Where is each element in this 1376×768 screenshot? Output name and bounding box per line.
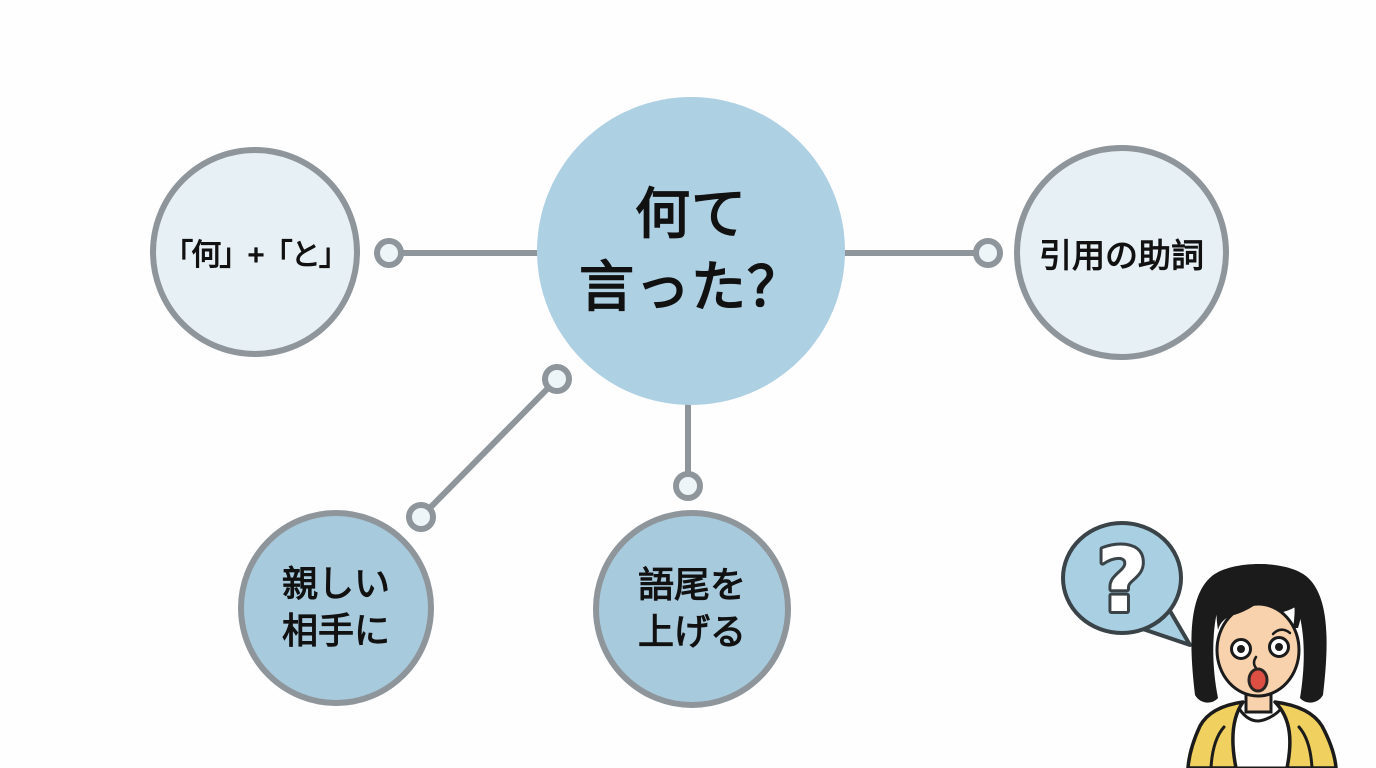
central-topic-line1: 何て	[634, 183, 747, 246]
connector-dot-diagonal-bottom	[406, 502, 436, 532]
speech-bubble-body	[1061, 521, 1183, 635]
node-rising-intonation-line1: 語尾を	[637, 564, 746, 606]
node-rising-intonation-line2: 上げる	[637, 611, 746, 652]
node-nani-plus-to-label: 「何」+「と」	[163, 239, 349, 272]
node-quotation-particle: 引用の助詞	[1014, 145, 1229, 360]
central-topic-node: 何て 言った？	[537, 97, 845, 405]
question-mark-icon: ?	[1096, 529, 1147, 632]
girl-arm-line-left	[1209, 725, 1226, 768]
girl-illustration	[1186, 564, 1338, 768]
girl-cardigan-left	[1186, 700, 1245, 768]
girl-nose	[1252, 655, 1258, 670]
node-quotation-particle-label: 引用の助詞	[1039, 236, 1204, 274]
node-close-partner-line1: 親しい	[281, 563, 390, 605]
girl-arm-line-right	[1297, 725, 1314, 768]
connector-dots	[374, 238, 1003, 532]
connector-dot-left	[374, 238, 404, 268]
girl-bangs	[1216, 564, 1303, 630]
connector-dot-right	[973, 238, 1003, 268]
girl-right-pupil	[1275, 643, 1283, 651]
node-rising-intonation: 語尾を 上げる	[593, 510, 791, 708]
girl-mouth	[1247, 667, 1269, 693]
girl-face	[1215, 602, 1301, 698]
speech-bubble: ?	[1061, 521, 1192, 647]
connector-line-bottom-left	[418, 376, 560, 520]
connector-dot-vertical	[673, 471, 703, 501]
node-nani-plus-to: 「何」+「と」	[150, 147, 360, 357]
girl-eyebrow	[1271, 628, 1292, 636]
node-close-partner-line2: 相手に	[281, 610, 390, 651]
node-close-partner: 親しい 相手に	[238, 510, 434, 706]
connector-dot-diagonal-top	[542, 364, 572, 394]
central-topic-line2: 言った？	[578, 256, 803, 318]
girl-left-pupil	[1237, 645, 1245, 653]
